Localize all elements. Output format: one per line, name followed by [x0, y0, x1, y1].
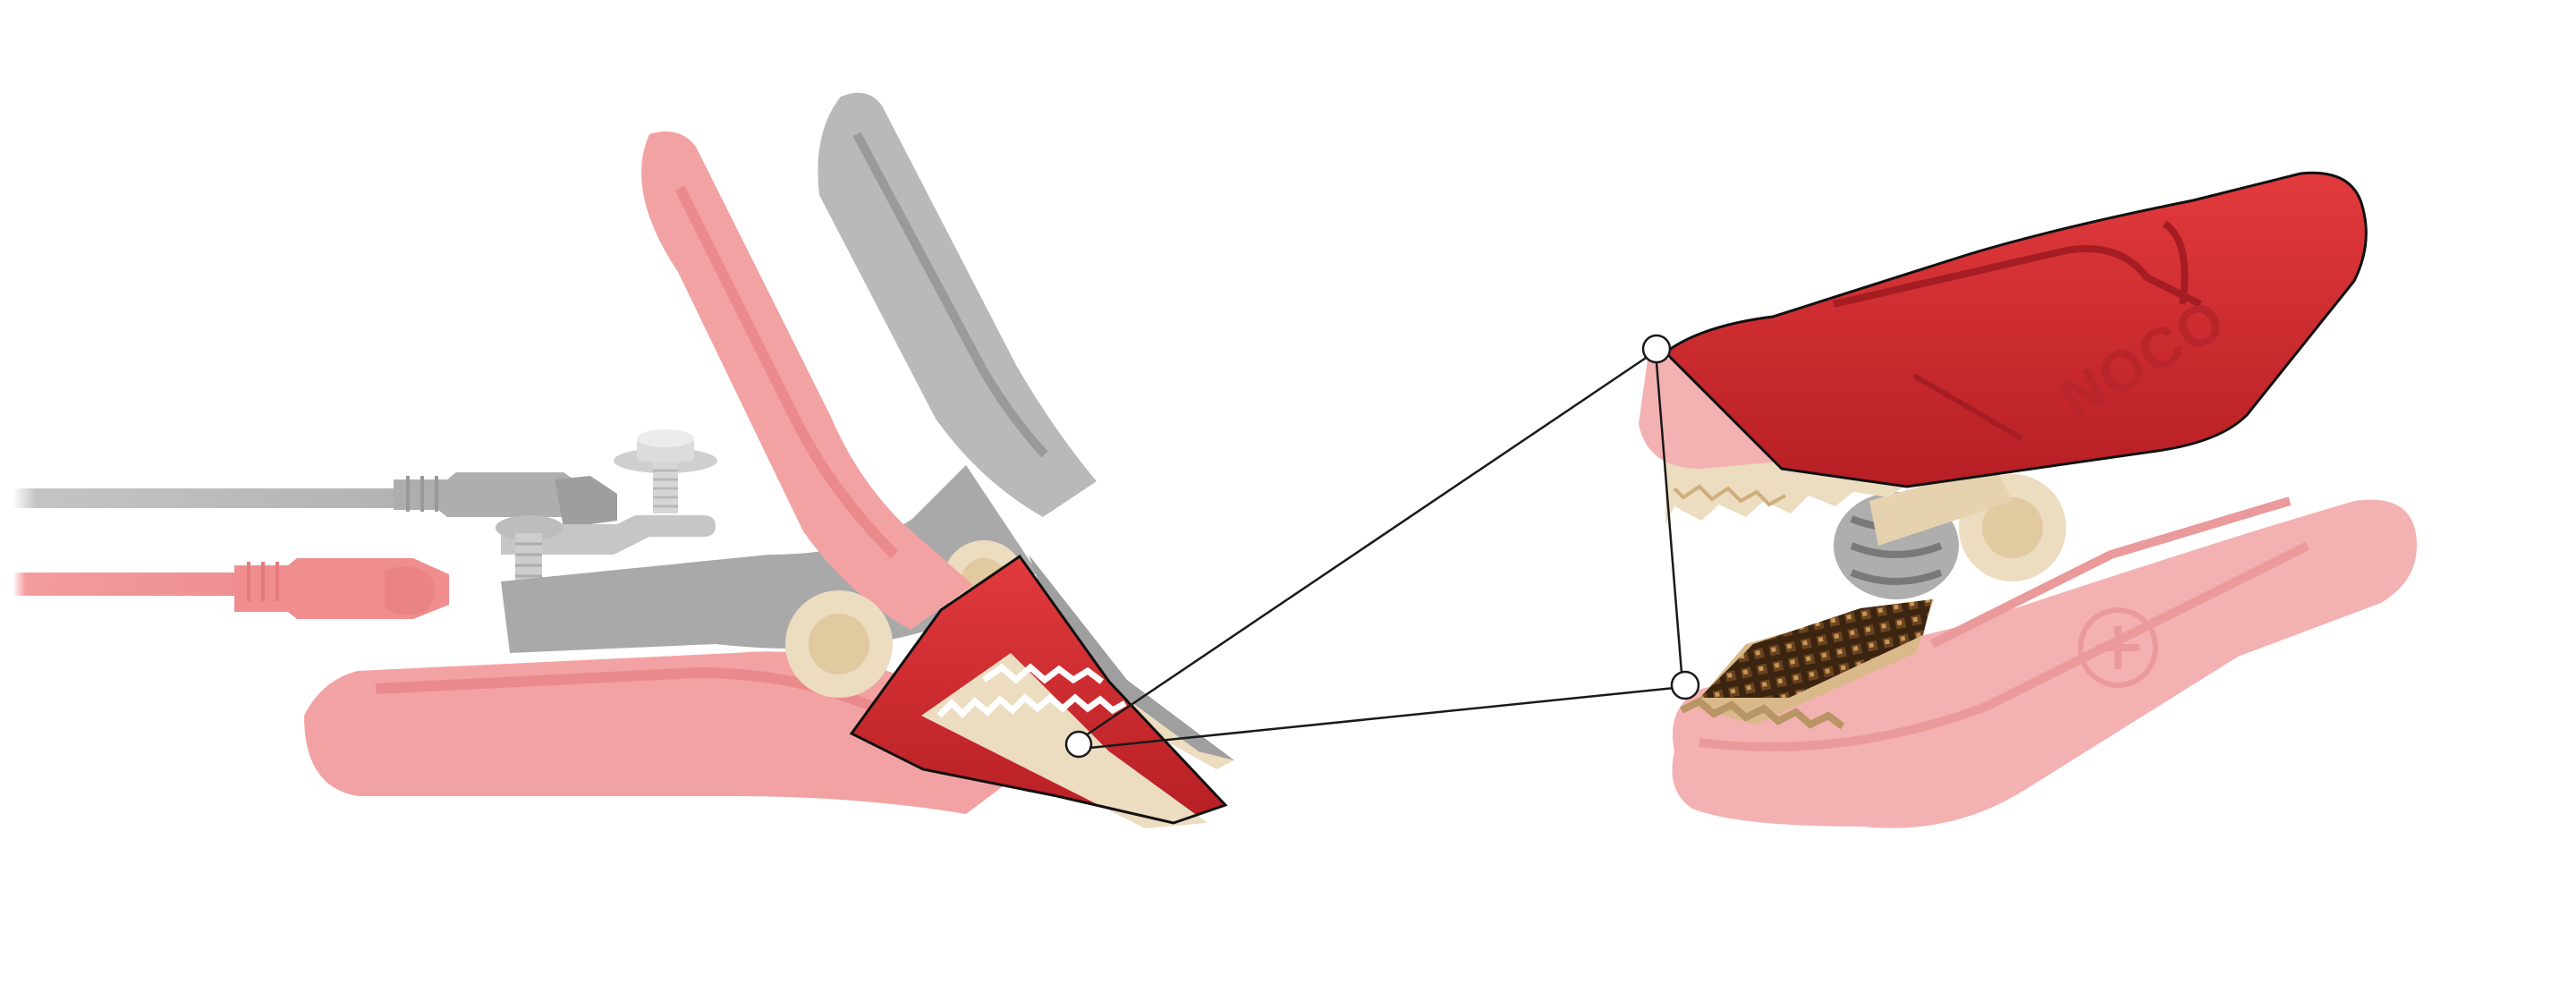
cable-red [13, 558, 449, 619]
pivot-spring [1834, 465, 2066, 599]
callout-source-marker [1064, 730, 1093, 759]
callout-target-marker-bottom [1670, 670, 1700, 700]
positive-terminal-icon [2078, 607, 2158, 688]
battery-terminal-bolt [614, 429, 717, 513]
callout-bracket [1655, 361, 1683, 674]
cable-gray [13, 472, 617, 528]
callout-target-marker-top [1641, 334, 1672, 364]
clamp-jaw-tip [849, 554, 1228, 828]
clamp-jaw-closeup: NOCO [1639, 171, 2417, 828]
callout-leader-lines [1085, 349, 1684, 750]
clamp-red-faded [304, 131, 1038, 814]
